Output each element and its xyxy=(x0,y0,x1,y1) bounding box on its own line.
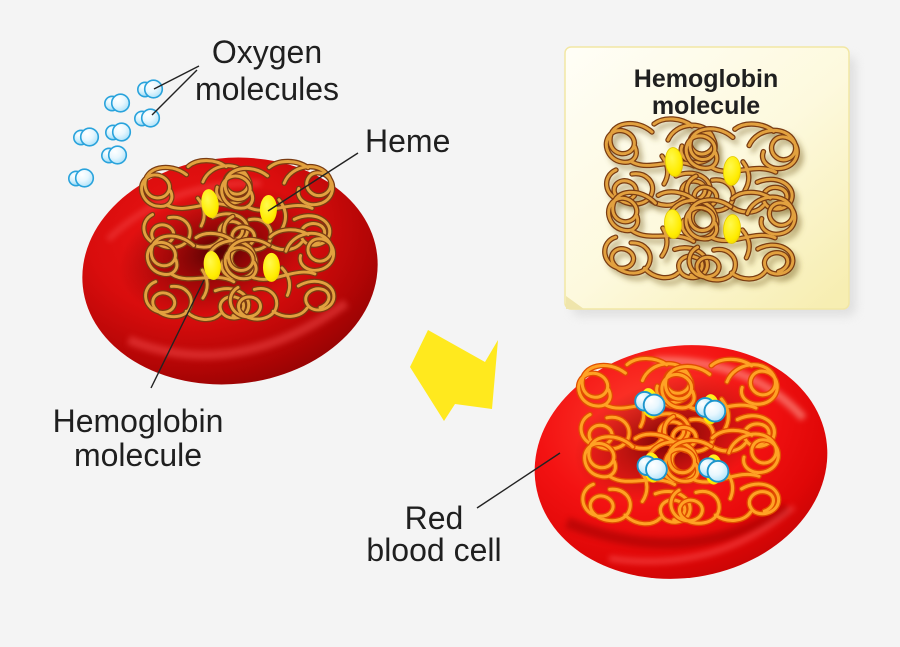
red-blood-cell-label-line1: Red xyxy=(405,500,464,536)
oxygen-molecule-icon xyxy=(137,79,164,99)
oxygen-molecule-icon xyxy=(104,93,131,113)
leader-line-heme xyxy=(267,152,359,212)
rbc-left-sheen-top xyxy=(105,180,262,242)
oxygen-label-line2: molecules xyxy=(195,71,339,107)
transform-arrow-icon xyxy=(410,330,498,421)
oxygen-molecule-icon xyxy=(68,168,95,188)
note-box: Hemoglobin molecule xyxy=(564,46,856,316)
rbc-right-gloss-top xyxy=(654,356,807,421)
note-box-corner-curl xyxy=(566,296,584,309)
note-title-line1: Hemoglobin xyxy=(634,65,778,93)
leader-line-hemoglobin xyxy=(150,279,205,389)
red-blood-cell-left xyxy=(82,143,378,385)
heme-label: Heme xyxy=(365,123,450,159)
note-title-line2: molecule xyxy=(652,92,760,120)
leader-line-red-blood-cell xyxy=(476,452,561,509)
leader-line-oxygen-1 xyxy=(153,65,200,90)
rbc-right-shadow-bottom xyxy=(565,503,791,549)
rbc-right-sheen-bottom xyxy=(608,504,796,565)
red-blood-cell-label-line2: blood cell xyxy=(366,532,501,568)
red-blood-cell-right xyxy=(534,345,828,579)
oxygen-label-line1: Oxygen xyxy=(212,34,322,70)
rbc-left-sheen-bottom xyxy=(126,299,349,360)
oxygen-molecule-icon xyxy=(73,127,100,147)
leader-line-oxygen-2 xyxy=(151,69,198,116)
oxygen-molecule-icon xyxy=(101,145,128,165)
hemoglobin-label-line1: Hemoglobin xyxy=(53,403,224,439)
oxygen-molecule-icon xyxy=(105,122,132,142)
hemoglobin-label-line2: molecule xyxy=(74,437,202,473)
